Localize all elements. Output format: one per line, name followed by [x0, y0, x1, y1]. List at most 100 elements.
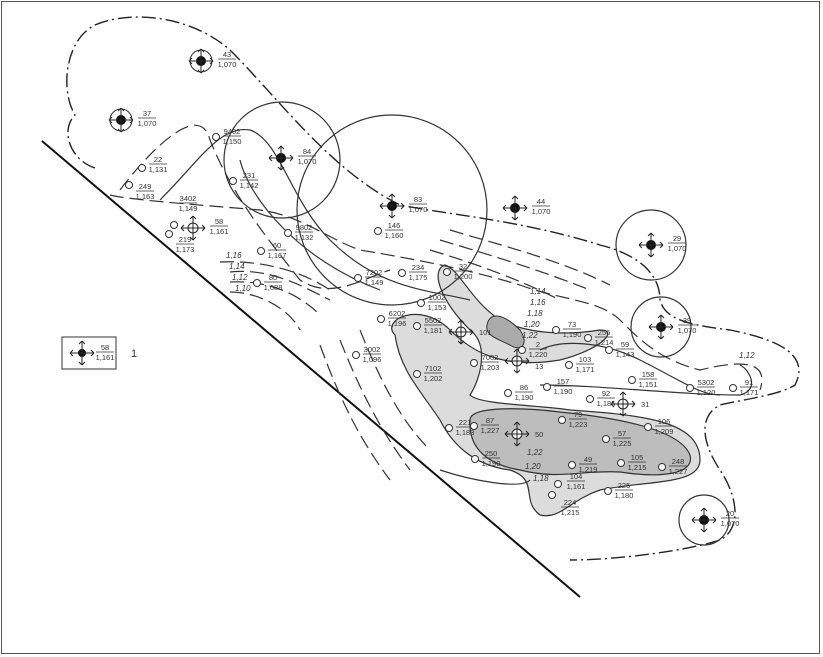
- well-icon: [398, 269, 406, 277]
- well-elevation: 1,175: [409, 273, 428, 282]
- well-icon: [586, 395, 594, 403]
- well-number: 106: [658, 417, 671, 426]
- well-number: 157: [557, 377, 570, 386]
- well-elevation: 1,149: [365, 278, 384, 287]
- well-marker-black[interactable]: 431,070: [188, 48, 236, 74]
- well-number: 83: [414, 195, 422, 204]
- well-icon: [470, 359, 478, 367]
- well-elevation: 1,181: [424, 326, 443, 335]
- well[interactable]: 861,190: [504, 383, 534, 402]
- well-icon: [257, 247, 265, 255]
- well-number: 13: [535, 362, 543, 371]
- well[interactable]: 571,225: [602, 429, 632, 448]
- well-icon: [471, 455, 479, 463]
- well-marker-black[interactable]: 201,070: [691, 507, 739, 533]
- well[interactable]: 911,171: [729, 378, 759, 397]
- well-icon: [253, 279, 261, 287]
- zone-dark-small: [486, 315, 525, 349]
- well-number: 7202: [366, 268, 383, 277]
- well[interactable]: 221,131: [138, 155, 168, 174]
- well[interactable]: 21,220: [518, 340, 548, 359]
- well-elevation: 1,096: [363, 355, 382, 364]
- well-icon: [568, 461, 576, 469]
- well-marker-cross[interactable]: 581,161: [180, 215, 228, 241]
- well-icon: [628, 376, 636, 384]
- well[interactable]: 791,223: [558, 410, 588, 429]
- well[interactable]: 591,143: [605, 340, 635, 359]
- well-icon: [504, 389, 512, 397]
- well-marker-black[interactable]: 391,070: [648, 314, 696, 340]
- well-number: 219: [179, 235, 192, 244]
- well[interactable]: 491,219: [568, 455, 598, 474]
- well-icon: [170, 221, 178, 229]
- well-icon: [470, 422, 478, 430]
- well-elevation: 1,132: [295, 233, 314, 242]
- well-number: 234: [412, 263, 425, 272]
- well-icon: [543, 383, 551, 391]
- well-number: 58: [215, 217, 223, 226]
- well-elevation: 1,150: [223, 137, 242, 146]
- well-icon: [352, 351, 360, 359]
- well-number: 231: [243, 171, 256, 180]
- well[interactable]: 921,185: [586, 389, 616, 408]
- well-elevation: 1,151: [639, 380, 658, 389]
- well-icon: [413, 322, 421, 330]
- well[interactable]: 321,200: [443, 262, 473, 281]
- well[interactable]: 801,088: [253, 273, 283, 292]
- well-number: 9802: [296, 223, 313, 232]
- well-marker-cross[interactable]: 31: [610, 391, 649, 417]
- well-marker-cross[interactable]: 13: [504, 348, 543, 374]
- well-marker-black[interactable]: 841,070: [268, 145, 316, 171]
- well-icon: [554, 480, 562, 488]
- well-number: 22: [154, 155, 162, 164]
- well-number: 225: [618, 481, 631, 490]
- well-number: 1002: [429, 293, 446, 302]
- well[interactable]: 871,227: [470, 416, 500, 435]
- contour-label: 1,14: [530, 287, 546, 296]
- contour-label: 1,20: [524, 320, 540, 329]
- well-marker-black[interactable]: 291,070: [638, 232, 686, 258]
- well-number: 9402: [224, 127, 241, 136]
- well[interactable]: 601,167: [257, 241, 287, 260]
- well-marker-black[interactable]: 371,070: [108, 107, 156, 133]
- well[interactable]: 731,190: [552, 320, 582, 339]
- well-marker-black[interactable]: 831,070: [379, 193, 427, 219]
- well-marker-black[interactable]: 441,070: [502, 195, 550, 221]
- well-icon: [445, 424, 453, 432]
- contour-lines: [109, 124, 763, 485]
- well-marker-cross[interactable]: 101: [448, 319, 492, 345]
- well-elevation: 1,219: [579, 465, 598, 474]
- well-marker-cross[interactable]: 50: [504, 421, 543, 447]
- well-icon: [229, 177, 237, 185]
